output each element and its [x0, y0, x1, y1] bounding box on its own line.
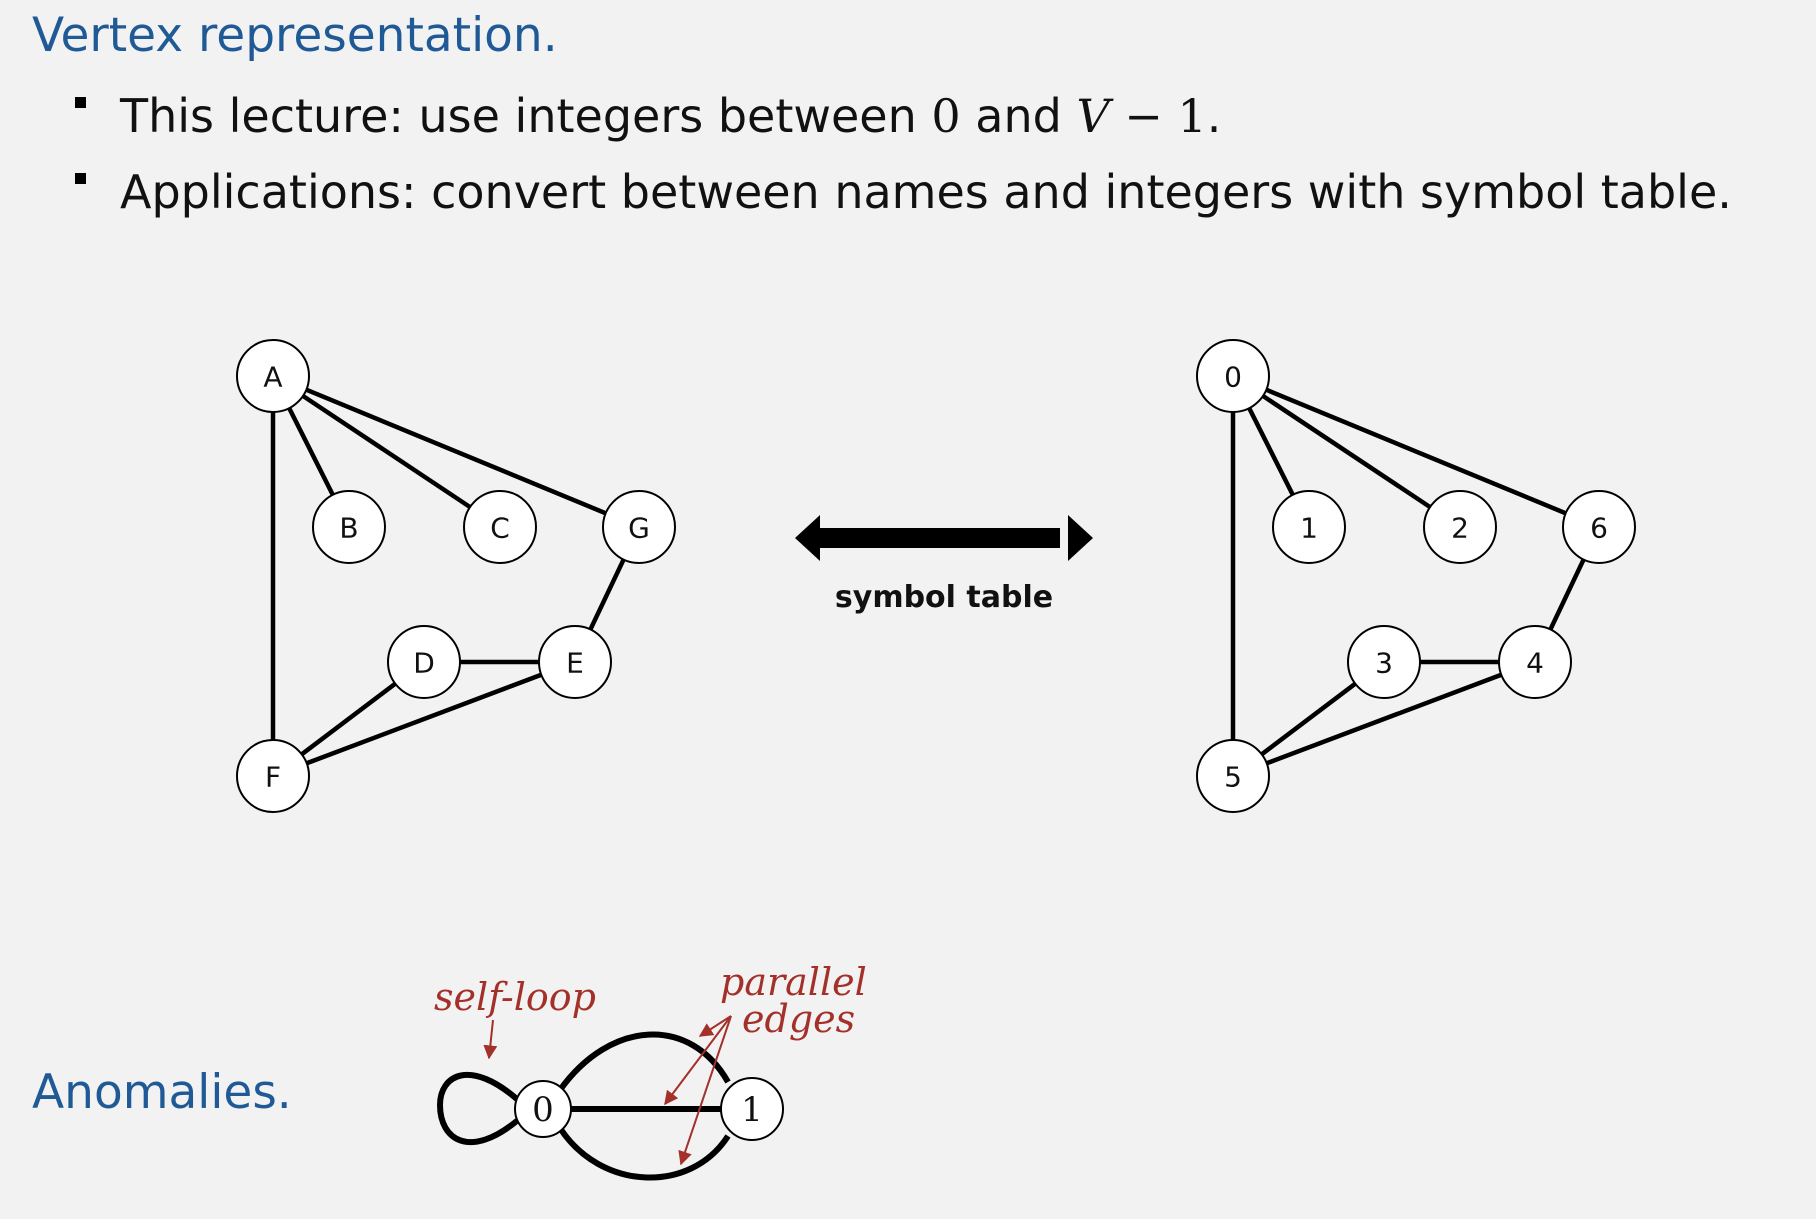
math-zero: 0 [931, 89, 961, 143]
vertex-1-label: 1 [1300, 512, 1318, 545]
vertex-5 [1196, 739, 1270, 813]
bullet-item: Applications: convert between names and … [70, 154, 1732, 230]
vertex-E [538, 625, 612, 699]
parallel-label-line1: parallel [720, 960, 867, 1004]
number-graph: 0 1 2 6 3 4 5 [1196, 339, 1636, 813]
edge-D-F [300, 681, 397, 757]
vertex-D [387, 625, 461, 699]
parallel-edge-top [557, 1031, 731, 1092]
vertex-B-label: B [339, 512, 358, 545]
vertex-4 [1498, 625, 1572, 699]
edge-A-C [301, 394, 472, 509]
anomaly-node-1 [720, 1077, 784, 1141]
math-minus-one: − 1 [1109, 89, 1207, 143]
parallel-edge-bottom [557, 1126, 731, 1181]
self-loop-edge [436, 1071, 520, 1146]
vertex-3 [1347, 625, 1421, 699]
parallel-label-line2: edges [742, 997, 855, 1041]
letter-graph: A B C G D E F [236, 339, 676, 813]
math-variable-v: V [1076, 89, 1110, 143]
vertex-A-label: A [263, 361, 282, 394]
bullet-square-icon [75, 97, 86, 108]
vertex-1 [1272, 490, 1346, 564]
vertex-A [236, 339, 310, 413]
bullet-text-prefix: This lecture: use integers between [120, 89, 932, 143]
edge-6-4 [1548, 558, 1586, 631]
vertex-C [463, 490, 537, 564]
edge-4-5 [1265, 672, 1503, 766]
vertex-3-label: 3 [1375, 647, 1393, 680]
bidirectional-arrow-icon [795, 515, 1093, 561]
edge-3-5 [1260, 681, 1357, 757]
vertex-B [312, 490, 386, 564]
vertex-F-label: F [265, 761, 281, 794]
bullet-text-middle: and [960, 89, 1077, 143]
edge-E-F [305, 672, 543, 766]
slide-title: Vertex representation. [32, 8, 558, 63]
anomaly-node-0 [514, 1080, 572, 1138]
vertex-E-label: E [566, 647, 584, 680]
self-loop-arrow-icon [483, 1019, 498, 1060]
vertex-6-label: 6 [1590, 512, 1608, 545]
vertex-2 [1423, 490, 1497, 564]
anomalies-heading: Anomalies. [32, 1065, 292, 1120]
vertex-0-label: 0 [1224, 361, 1242, 394]
bullet-text: Applications: convert between names and … [120, 165, 1732, 219]
arrow-label: symbol table [835, 580, 1053, 615]
vertex-D-label: D [413, 647, 435, 680]
anomaly-node-1-label: 1 [741, 1090, 763, 1130]
bullet-text-suffix: . [1206, 89, 1222, 143]
vertex-5-label: 5 [1224, 761, 1242, 794]
vertex-F [236, 739, 310, 813]
bullet-square-icon [75, 173, 86, 184]
edge-0-6 [1265, 387, 1567, 516]
edge-A-G [305, 387, 607, 516]
bullet-item: This lecture: use integers between 0 and… [70, 78, 1732, 154]
vertex-G [602, 490, 676, 564]
edge-A-B [287, 407, 335, 496]
edge-G-E [588, 558, 626, 631]
parallel-arrow-middle-icon [664, 1015, 732, 1106]
vertex-2-label: 2 [1451, 512, 1469, 545]
edge-0-1 [1247, 407, 1295, 496]
self-loop-label: self-loop [434, 975, 596, 1019]
parallel-arrow-bottom-icon [678, 1015, 732, 1166]
vertex-C-label: C [490, 512, 510, 545]
vertex-G-label: G [628, 512, 650, 545]
parallel-arrow-top-icon [698, 1015, 732, 1037]
edge-0-2 [1261, 394, 1432, 509]
vertex-4-label: 4 [1526, 647, 1544, 680]
vertex-0 [1196, 339, 1270, 413]
anomalies-diagram: 0 1 self-loop parallel edges [434, 960, 867, 1181]
bullet-list: This lecture: use integers between 0 and… [70, 78, 1732, 230]
vertex-6 [1562, 490, 1636, 564]
anomaly-node-0-label: 0 [532, 1090, 554, 1130]
